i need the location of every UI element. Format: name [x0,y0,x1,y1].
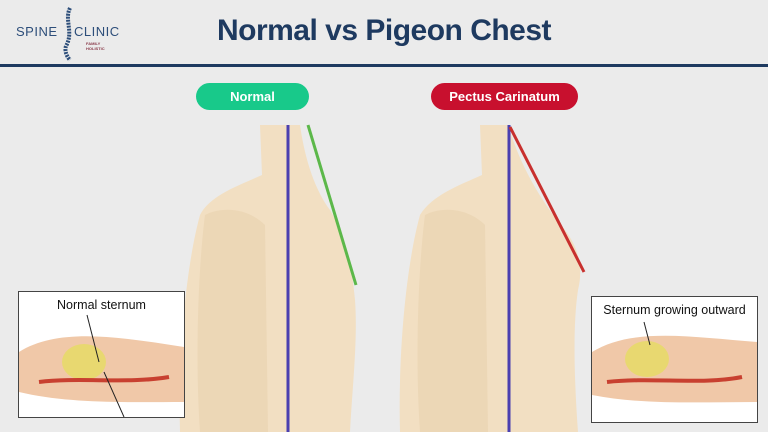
title-divider [0,64,768,67]
normal-body [179,124,358,432]
logo-spine-text: SPINE [16,24,58,39]
outward-sternum-inset: Sternum growing outward [591,296,758,423]
chest-anatomy-illustration [592,321,757,403]
normal-sternum-inset: Normal sternum [18,291,185,418]
normal-label: Normal [196,83,309,110]
page-title: Normal vs Pigeon Chest [216,14,552,47]
pectus-sternum-line [508,126,586,273]
logo-clinic-text: CLINIC [74,24,120,39]
logo-subtitle: FAMILY HOLISTIC [86,41,105,51]
inset-label: Sternum growing outward [603,303,746,317]
spine-icon [63,7,72,62]
chest-anatomy-illustration [19,314,184,417]
inset-label: Normal sternum [57,298,146,312]
pectus-carinatum-label: Pectus Carinatum [431,83,578,110]
normal-sternum-line [306,124,358,286]
logo: SPINE CLINIC FAMILY HOLISTIC [16,6,119,62]
pectus-body [399,125,586,432]
